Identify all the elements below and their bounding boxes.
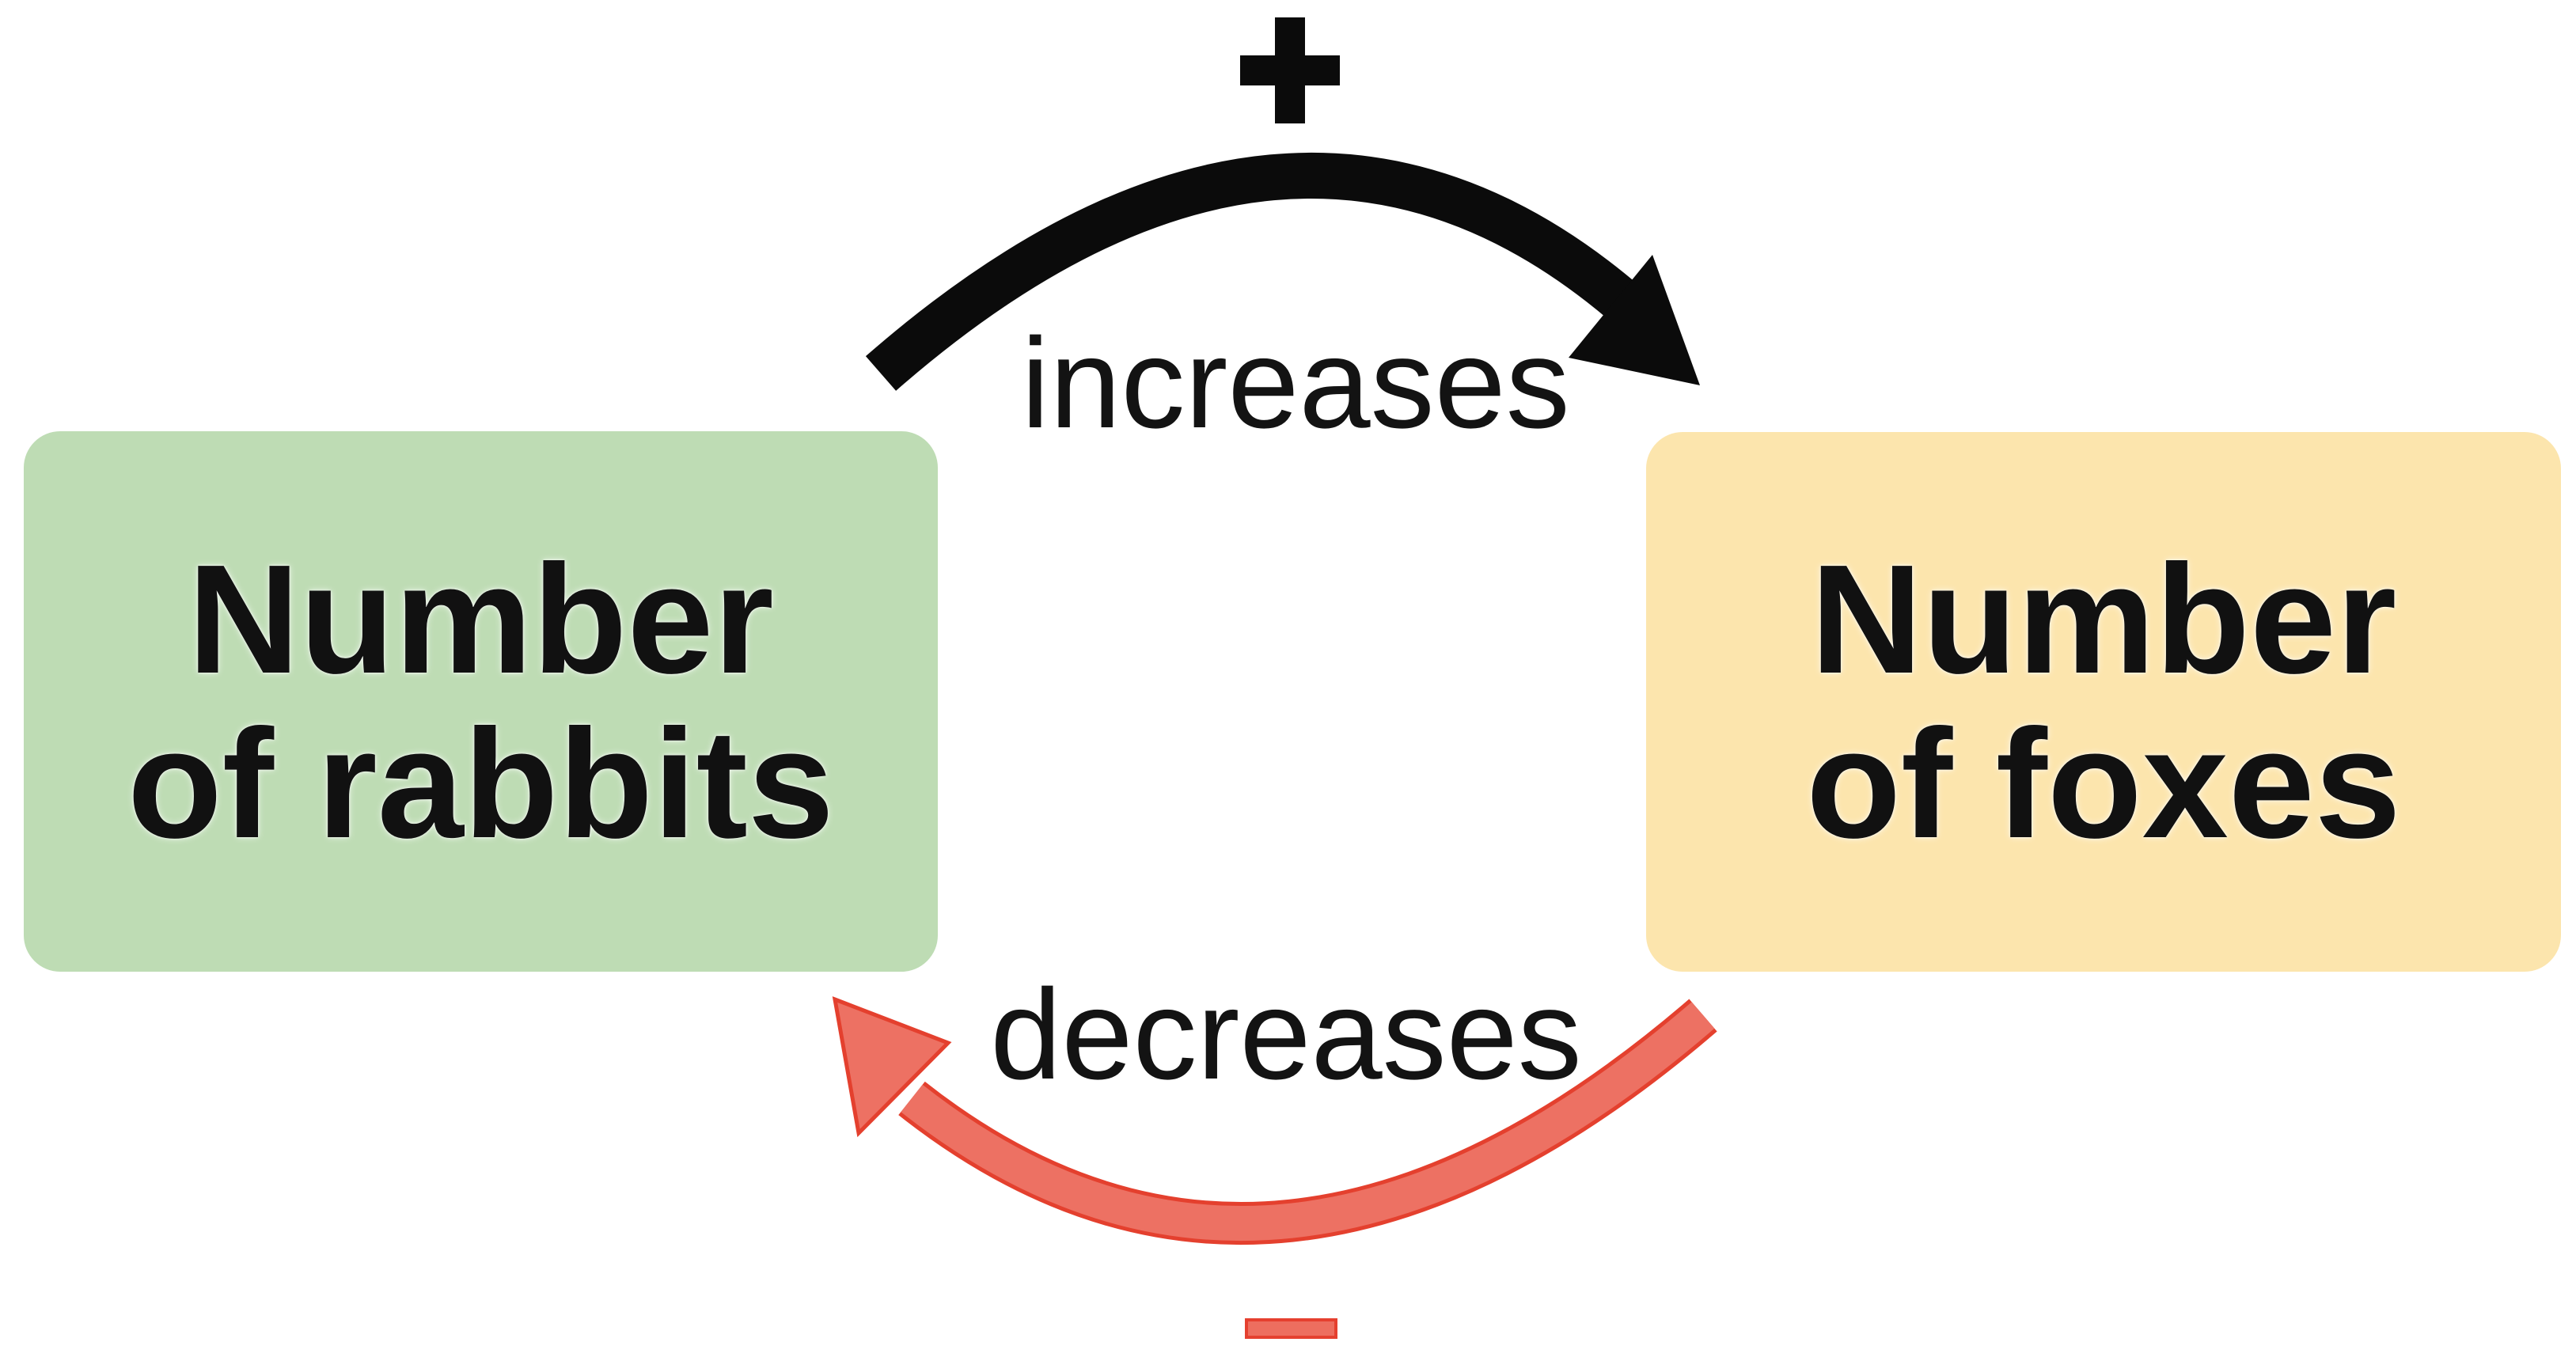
decrease-arrow-arc [901, 1002, 1715, 1242]
minus-icon: − [1245, 1318, 1337, 1339]
minus-sign-label: − [1248, 1321, 1249, 1322]
node-foxes-line2: of foxes [1806, 697, 2401, 870]
plus-sign-label: + [1240, 17, 1241, 18]
decrease-label: decreases [990, 963, 1582, 1106]
increase-arrow-arc [865, 152, 1641, 391]
node-rabbits: Number of rabbits [24, 431, 938, 972]
node-rabbits-line1: Number [188, 532, 774, 706]
increase-label: increases [1021, 312, 1570, 455]
node-foxes: Number of foxes [1646, 432, 2561, 972]
plus-icon: + [1240, 17, 1340, 123]
node-rabbits-line2: of rabbits [127, 696, 834, 870]
decrease-arrowhead-icon [832, 996, 952, 1138]
node-foxes-line1: Number [1810, 533, 2397, 707]
increase-arrowhead-icon [1569, 255, 1700, 385]
